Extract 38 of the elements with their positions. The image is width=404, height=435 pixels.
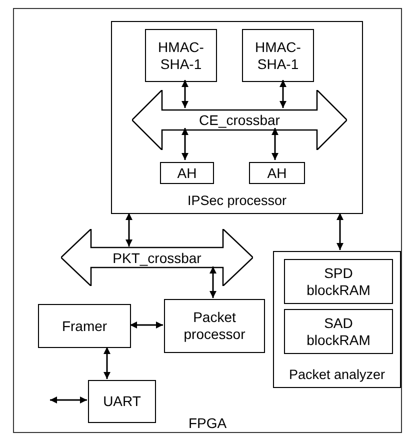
block-label: Packet processor xyxy=(182,309,246,343)
block-label: AH xyxy=(176,164,198,182)
block-box xyxy=(164,299,265,353)
block-box xyxy=(284,309,393,354)
block-label: SPD blockRAM xyxy=(306,264,372,298)
block-label: HMAC-SHA-1 xyxy=(157,38,205,72)
bus-label: CE_crossbar xyxy=(199,113,280,127)
block-box xyxy=(249,162,305,184)
module-box xyxy=(111,21,363,214)
double-arrow xyxy=(272,128,278,160)
module-label: FPGA xyxy=(188,414,227,432)
module-label: IPSec processor xyxy=(187,193,287,210)
block-label: HMAC-SHA-1 xyxy=(254,38,302,72)
block-box xyxy=(284,259,393,304)
double-arrow xyxy=(104,347,110,379)
block-label: AH xyxy=(266,164,288,182)
block-box xyxy=(160,162,214,184)
double-arrow xyxy=(210,266,216,298)
bus-label: PKT_crossbar xyxy=(112,250,202,264)
double-arrow xyxy=(182,128,188,160)
double-arrow xyxy=(336,213,344,250)
block-label: Framer xyxy=(60,318,108,334)
module-label: Packet analyzer xyxy=(288,367,386,384)
double-arrow xyxy=(50,396,87,404)
block-box xyxy=(242,29,314,82)
block-box xyxy=(38,304,131,348)
double-arrow xyxy=(130,322,163,328)
double-arrow xyxy=(126,213,132,246)
chip-frame xyxy=(13,8,402,433)
block-label: UART xyxy=(102,393,142,410)
crossbar-bus xyxy=(132,90,347,150)
block-box xyxy=(145,29,217,82)
block-box xyxy=(88,380,156,423)
crossbar-bus xyxy=(61,229,253,286)
module-box xyxy=(273,251,401,388)
block-label: SAD blockRAM xyxy=(306,314,372,348)
double-arrow xyxy=(182,80,188,108)
double-arrow xyxy=(280,80,286,108)
